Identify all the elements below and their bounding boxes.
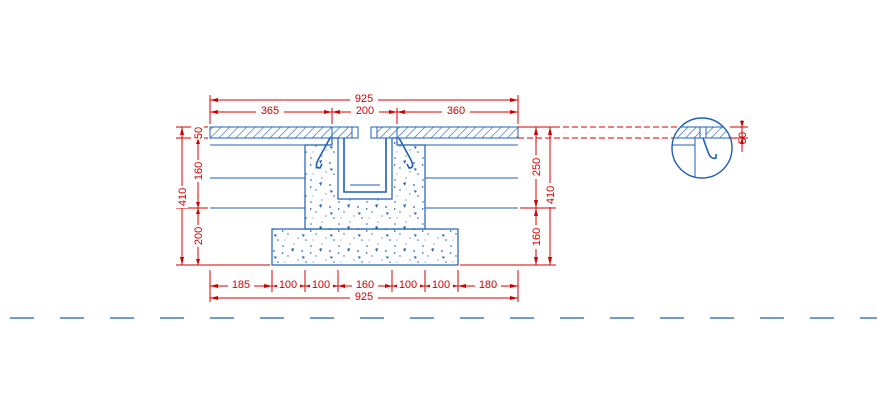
dim-right-410: 410 [545,186,557,204]
dim-left-200: 200 [193,227,205,245]
dim-detail-50: 50 [737,132,749,144]
dim-left-50: 50 [193,127,205,139]
surface-course-right [396,126,519,139]
dim-right-250: 250 [531,158,543,176]
detail-callout: 50 [671,117,749,179]
dim-top-total: 925 [355,93,373,105]
anchor-hook-left [315,137,331,169]
anchor-hook-right [398,137,414,169]
dim-top-right: 360 [447,105,465,117]
dim-left-160: 160 [193,162,205,180]
surface-course [209,126,333,139]
dim-bottom-100c: 100 [399,279,417,291]
concrete-footing [271,228,459,266]
bottom-dimension-group: 185 100 100 160 100 100 180 925 [209,270,519,303]
dim-left-410: 410 [177,188,189,206]
channel-concrete [271,137,459,266]
right-dimension-group: 250 160 410 [460,126,557,266]
grate-frame-right [376,126,398,139]
detail-leader [518,126,680,139]
dim-bottom-160: 160 [356,279,374,291]
dim-bottom-100b: 100 [312,279,330,291]
dim-bottom-100d: 100 [432,279,450,291]
channel-liner [343,138,387,193]
dim-right-160: 160 [531,228,543,246]
dim-bottom-185: 185 [232,279,250,291]
dim-top-left: 365 [261,105,279,117]
detail-circle [671,117,733,179]
grate-frame-left [331,126,353,139]
dim-bottom-total: 925 [355,291,373,303]
dim-bottom-180: 180 [479,279,497,291]
pavement-layers [209,126,519,209]
top-dimension-group: 925 365 200 360 [209,92,519,124]
dim-bottom-100a: 100 [279,279,297,291]
anchor-hooks [315,137,414,169]
left-dimension-group: 410 50 160 200 [175,126,270,266]
dim-top-mid: 200 [356,105,374,117]
